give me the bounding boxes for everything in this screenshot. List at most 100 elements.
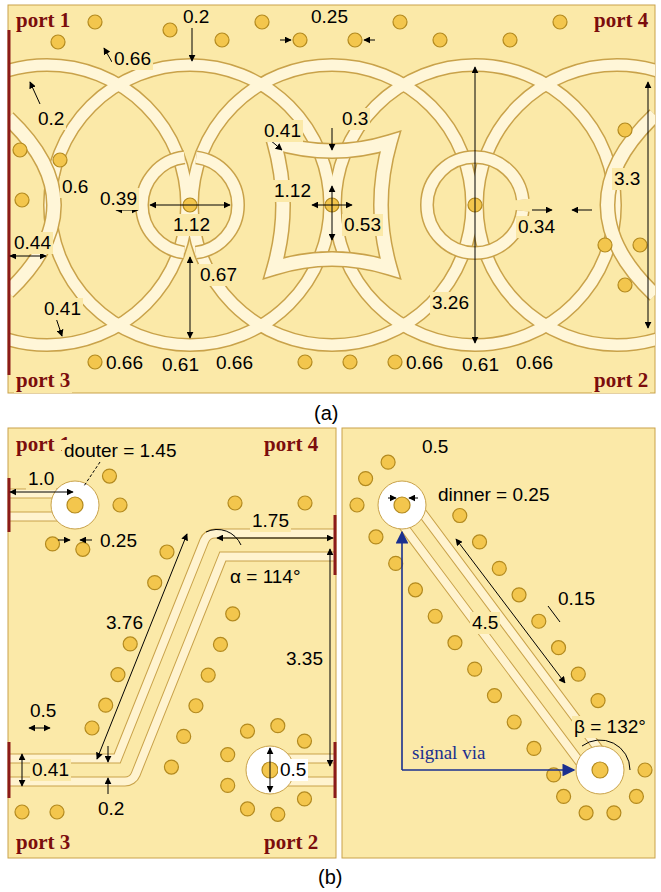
- dimension-label: 0.44: [12, 232, 53, 254]
- via-hole: [148, 576, 162, 590]
- port-label: port 2: [262, 830, 320, 855]
- via-hole: [512, 588, 526, 602]
- via-hole: [503, 33, 517, 47]
- dimension-line: [190, 257, 191, 338]
- substrate-board: [8, 428, 336, 858]
- slot-band: [8, 115, 655, 295]
- via-hole: [553, 15, 567, 29]
- dimension-line: [108, 746, 109, 762]
- via-hole: [388, 355, 402, 369]
- dimension-label: douter = 1.45: [62, 440, 179, 462]
- via-hole: [591, 694, 605, 708]
- dimension-line: [104, 48, 112, 62]
- via-hole: [473, 535, 487, 549]
- signal-via-pointer: [402, 769, 574, 771]
- dimension-label: 0.39: [98, 188, 139, 210]
- dimension-label: 1.12: [272, 180, 313, 202]
- strip-line: [8, 505, 336, 770]
- via-hole: [408, 583, 422, 597]
- via-hole: [389, 556, 403, 570]
- via-hole: [13, 15, 652, 821]
- dimension-label: 3.26: [430, 292, 471, 314]
- via-hole: [468, 662, 482, 676]
- port-label: port 3: [14, 830, 72, 855]
- dimension-label: 0.61: [160, 354, 201, 376]
- dimension-line: [475, 67, 476, 343]
- dimension-line: [330, 549, 331, 766]
- dimension-line: [648, 82, 649, 328]
- via-hole: [164, 760, 178, 774]
- via-hole: [527, 741, 541, 755]
- dimension-line: [364, 40, 375, 41]
- dimension-line: [56, 318, 62, 336]
- dimension-line: [280, 40, 291, 41]
- strip-line: [402, 505, 600, 770]
- dimension-label: 0.66: [514, 352, 555, 374]
- via-hole: [241, 724, 255, 738]
- dimension-line: [332, 186, 333, 240]
- via-hole: [113, 498, 127, 512]
- via-hole: [393, 15, 407, 29]
- signal-via: [592, 762, 608, 778]
- dimension-line: [409, 498, 418, 499]
- slot-band: [477, 65, 655, 345]
- via-hole: [633, 238, 647, 252]
- dimension-label: 0.34: [516, 216, 557, 238]
- via-hole: [381, 455, 395, 469]
- dimension-label: 0.41: [42, 298, 83, 320]
- via-hole: [88, 15, 102, 29]
- signal-via-pointer: [401, 532, 403, 770]
- via-hole: [201, 668, 215, 682]
- slot-band: [8, 118, 54, 292]
- dimension-line: [97, 534, 187, 759]
- dimension-label: 0.5: [278, 759, 308, 781]
- via-hole: [13, 143, 27, 157]
- substrate-board: [342, 428, 655, 858]
- via-hole: [453, 509, 467, 523]
- port-label: port 2: [592, 368, 650, 393]
- dimension-line: [332, 128, 333, 150]
- dimension-line: [29, 728, 50, 729]
- dimension-label: 0.5: [420, 436, 450, 458]
- via-hole: [298, 496, 312, 510]
- via-hole: [177, 729, 191, 743]
- dimension-line: [532, 210, 552, 211]
- dimension-line: [84, 462, 100, 486]
- dimension-label: 0.15: [556, 588, 597, 610]
- slot-band: [477, 65, 655, 345]
- signal-via: [394, 497, 410, 513]
- via-hole: [348, 33, 362, 47]
- via-hole: [226, 607, 240, 621]
- dimension-line: [456, 539, 565, 683]
- dimension-label: 0.2: [96, 798, 126, 820]
- dimension-label: 3.3: [612, 168, 642, 190]
- via-hole: [99, 698, 113, 712]
- via-hole: [448, 636, 462, 650]
- dimension-line: [30, 82, 40, 104]
- dimension-label: 1.0: [26, 468, 56, 490]
- dimension-line: [150, 205, 230, 206]
- port-marker: [8, 30, 11, 375]
- via-hole: [76, 542, 90, 556]
- annotation-label: signal via: [410, 742, 487, 764]
- via-hole: [271, 719, 285, 733]
- via-hole: [487, 689, 501, 703]
- strip-line: [8, 505, 336, 770]
- via-hole: [507, 715, 521, 729]
- strip-line: [8, 505, 336, 770]
- slot-band: [8, 65, 655, 345]
- port-label: port 4: [592, 8, 650, 33]
- via-hole: [271, 807, 285, 821]
- dimension-label: 0.41: [262, 120, 303, 142]
- via-hole: [189, 699, 203, 713]
- via-hole: [163, 23, 177, 37]
- dimension-label: 0.66: [112, 48, 153, 70]
- signal-via: [51, 481, 624, 794]
- via-hole: [88, 355, 102, 369]
- via-hole: [297, 792, 311, 806]
- strip-line: [402, 505, 600, 770]
- via-hole: [618, 123, 632, 137]
- via-hole: [552, 641, 566, 655]
